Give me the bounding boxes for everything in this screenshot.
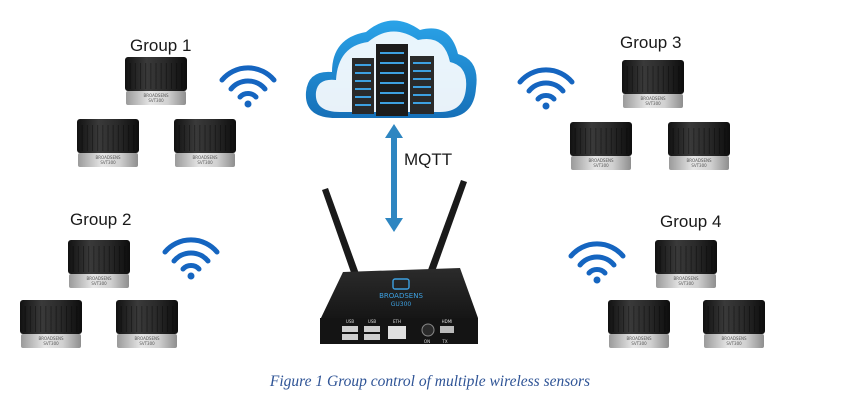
sensor-model: SVT300 [197, 160, 213, 165]
sensor-cap [668, 122, 730, 156]
sensor-base [117, 334, 177, 348]
sensor-brand: BROADSENS [192, 155, 217, 160]
sensor-model: SVT300 [645, 101, 661, 106]
sensor-cap [570, 122, 632, 156]
cloud-server-icon [305, 20, 477, 119]
sensor-base [126, 91, 186, 105]
router-icon: BROADSENS GU300 USB USB ETH HDMI ON TX [320, 180, 478, 344]
sensor-base [78, 153, 138, 167]
sensor-base [571, 156, 631, 170]
sensor-base [175, 153, 235, 167]
mqtt-label: MQTT [404, 150, 453, 169]
sensor-brand: BROADSENS [86, 276, 111, 281]
wifi-icon [568, 241, 626, 284]
group-2-label: Group 2 [70, 210, 132, 229]
gateway-brand: BROADSENS [379, 292, 423, 300]
sensor-model: SVT300 [631, 341, 647, 346]
double-arrow-icon [385, 124, 403, 232]
sensor-model: SVT300 [726, 341, 742, 346]
wifi-icon [219, 65, 277, 108]
port-label: USB [368, 319, 376, 324]
sensor-cap [703, 300, 765, 334]
sensor-base [656, 274, 716, 288]
group-3-label: Group 3 [620, 33, 682, 52]
sensor-base [69, 274, 129, 288]
sensor-model: SVT300 [691, 163, 707, 168]
sensor-brand: BROADSENS [134, 336, 159, 341]
status-label: TX [441, 339, 447, 344]
sensor-model: SVT300 [43, 341, 59, 346]
sensor-cap [622, 60, 684, 94]
sensor-brand: BROADSENS [673, 276, 698, 281]
port-label: HDMI [442, 319, 453, 324]
sensor-cap [77, 119, 139, 153]
sensor-cap [116, 300, 178, 334]
sensor-base [623, 94, 683, 108]
port-label: ETH [393, 319, 401, 324]
group-4-label: Group 4 [660, 212, 722, 231]
sensor-model: SVT300 [593, 163, 609, 168]
sensor-cap [125, 57, 187, 91]
wifi-icon [162, 237, 220, 280]
sensor-brand: BROADSENS [38, 336, 63, 341]
sensor-base [609, 334, 669, 348]
sensor-base [669, 156, 729, 170]
sensor-brand: BROADSENS [686, 158, 711, 163]
sensor-model: SVT300 [100, 160, 116, 165]
sensor-cap [174, 119, 236, 153]
sensor-brand: BROADSENS [721, 336, 746, 341]
gateway-ports: USB USB ETH HDMI ON TX [342, 319, 454, 344]
sensor-brand: BROADSENS [626, 336, 651, 341]
status-label: ON [424, 339, 430, 344]
figure-caption: Figure 1 Group control of multiple wirel… [269, 373, 591, 390]
sensor-brand: BROADSENS [143, 93, 168, 98]
sensor-layer: BROADSENSSVT300BROADSENSSVT300BROADSENSS… [20, 57, 765, 348]
sensor-model: SVT300 [678, 281, 694, 286]
port-label: USB [346, 319, 354, 324]
gateway-logo: BROADSENS GU300 [379, 278, 423, 308]
sensor-cap [68, 240, 130, 274]
sensor-cap [20, 300, 82, 334]
sensor-cap [655, 240, 717, 274]
sensor-brand: BROADSENS [95, 155, 120, 160]
sensor-model: SVT300 [91, 281, 107, 286]
gateway-model: GU300 [391, 301, 412, 308]
sensor-model: SVT300 [148, 98, 164, 103]
sensor-base [704, 334, 764, 348]
sensor-brand: BROADSENS [640, 96, 665, 101]
sensor-model: SVT300 [139, 341, 155, 346]
sensor-brand: BROADSENS [588, 158, 613, 163]
sensor-cap [608, 300, 670, 334]
group-1-label: Group 1 [130, 36, 192, 55]
sensor-base [21, 334, 81, 348]
wifi-icon [517, 67, 575, 110]
